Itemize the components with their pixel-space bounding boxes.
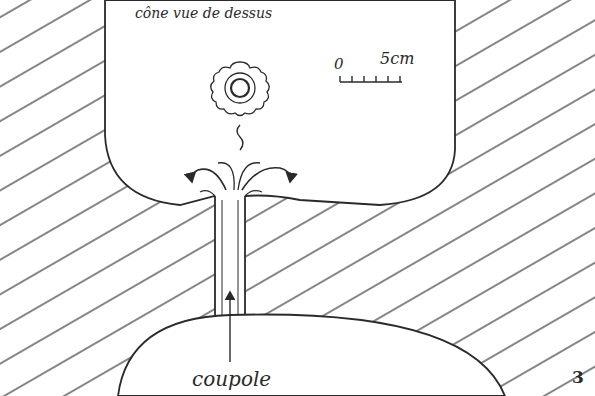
part-name: coupole <box>190 368 273 390</box>
leader-arrow <box>229 292 230 362</box>
upper-chamber <box>105 0 455 205</box>
figure-number: 3 <box>572 368 584 387</box>
coupole-dome <box>118 314 505 396</box>
scale-bar <box>340 76 402 82</box>
view-caption: cône vue de dessus <box>135 6 272 21</box>
cone-top-view <box>211 62 270 116</box>
scale-zero: 0 <box>334 56 344 73</box>
scale-length: 5cm <box>380 50 414 68</box>
